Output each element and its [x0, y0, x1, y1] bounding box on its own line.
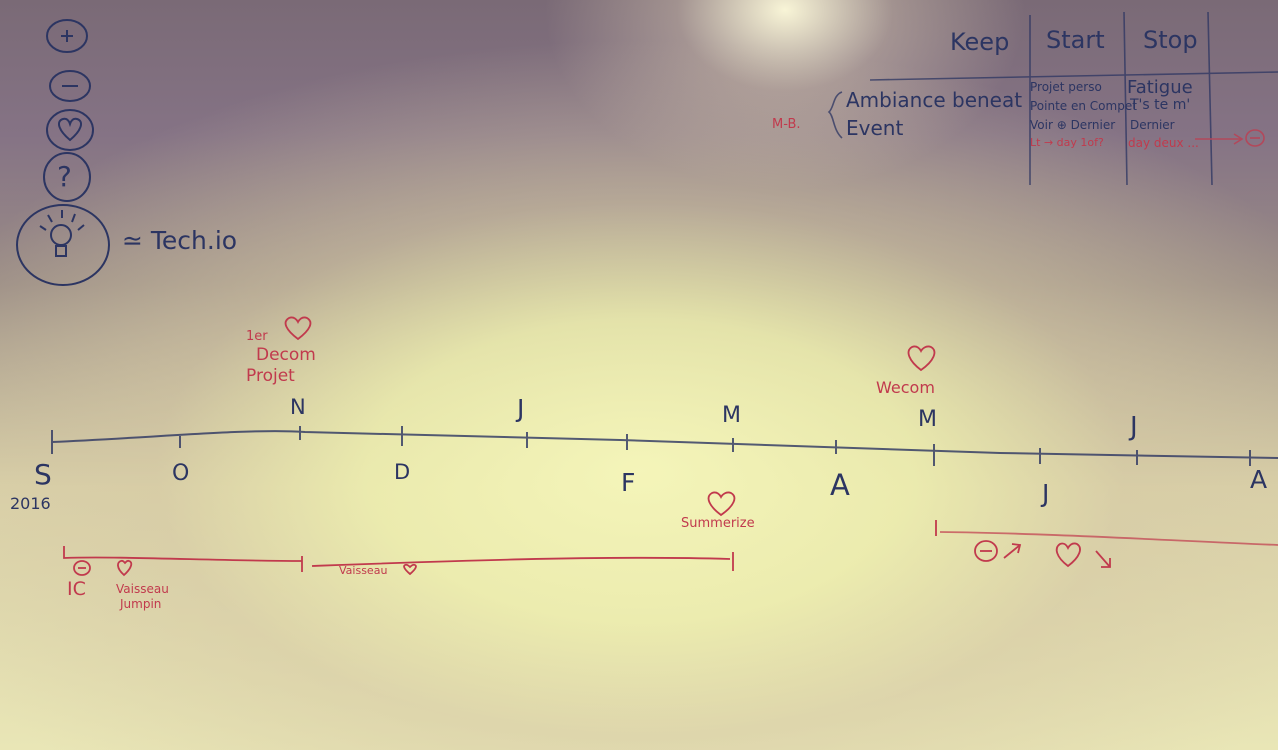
timeline-axis: [51, 426, 1278, 466]
retro-table-lines: [827, 11, 1278, 186]
stop-item-2: T's te m': [1130, 97, 1191, 113]
vaisseau-jumpin-line-2: Jumpin: [120, 597, 162, 611]
minus-icon: [49, 70, 91, 102]
first-decom-line-2: Decom: [256, 345, 316, 365]
lightbulb-icon: [16, 204, 110, 286]
keep-header: Keep: [950, 28, 1010, 56]
first-decom-line-1: 1er: [246, 329, 268, 344]
heart-icon: [46, 109, 94, 151]
keep-item-event: Event: [846, 116, 904, 140]
tech-io-note: ≃ Tech.io: [122, 226, 238, 255]
wecom-note: Wecom: [876, 378, 935, 397]
ic-note: IC: [67, 578, 86, 600]
start-item-4: Lt → day 1of?: [1030, 136, 1104, 149]
timeline-label-m1: M: [722, 403, 741, 428]
timeline-label-j-lower: J: [1042, 479, 1050, 508]
timeline-label-j-upper: J: [1130, 412, 1138, 442]
start-item-3: Voir ⊕ Dernier: [1030, 118, 1116, 132]
plus-icon: [46, 19, 88, 53]
timeline-label-d: D: [394, 460, 411, 484]
arrow-down-right-icon: [1095, 550, 1111, 568]
start-item-1: Projet perso: [1030, 80, 1102, 94]
legend: [16, 19, 110, 286]
stop-header: Stop: [1143, 26, 1198, 54]
start-item-2: Pointe en Compet: [1030, 99, 1137, 113]
timeline-label-f: F: [621, 468, 636, 497]
stop-item-4: day deux ...: [1128, 136, 1199, 150]
summerize-note: Summerize: [681, 516, 755, 531]
timeline-label-n: N: [290, 395, 306, 419]
red-annotations: [63, 316, 1278, 577]
stop-item-3: Dernier: [1130, 118, 1175, 132]
first-decom-line-3: Projet: [246, 366, 295, 386]
timeline-year: 2016: [10, 494, 51, 513]
timeline-label-o: O: [172, 461, 190, 486]
stop-item-1: Fatigue: [1127, 77, 1193, 98]
meb-label: M-B.: [772, 117, 801, 132]
timeline-label-m2: M: [918, 407, 937, 432]
vaisseau-jumpin-line-1: Vaisseau: [116, 582, 169, 596]
timeline-label-j: J: [517, 394, 525, 423]
timeline-label-a: A: [830, 468, 850, 502]
vaisseau-note: Vaisseau: [339, 564, 388, 577]
arrow-up-right-icon: [1003, 543, 1022, 559]
start-header: Start: [1046, 26, 1105, 54]
question-mark-label: ?: [57, 160, 72, 193]
question-icon: [43, 152, 91, 202]
keep-item-ambiance: Ambiance beneat: [846, 88, 1023, 112]
timeline-label-s: S: [34, 458, 52, 491]
timeline-label-a-right: A: [1250, 465, 1268, 494]
